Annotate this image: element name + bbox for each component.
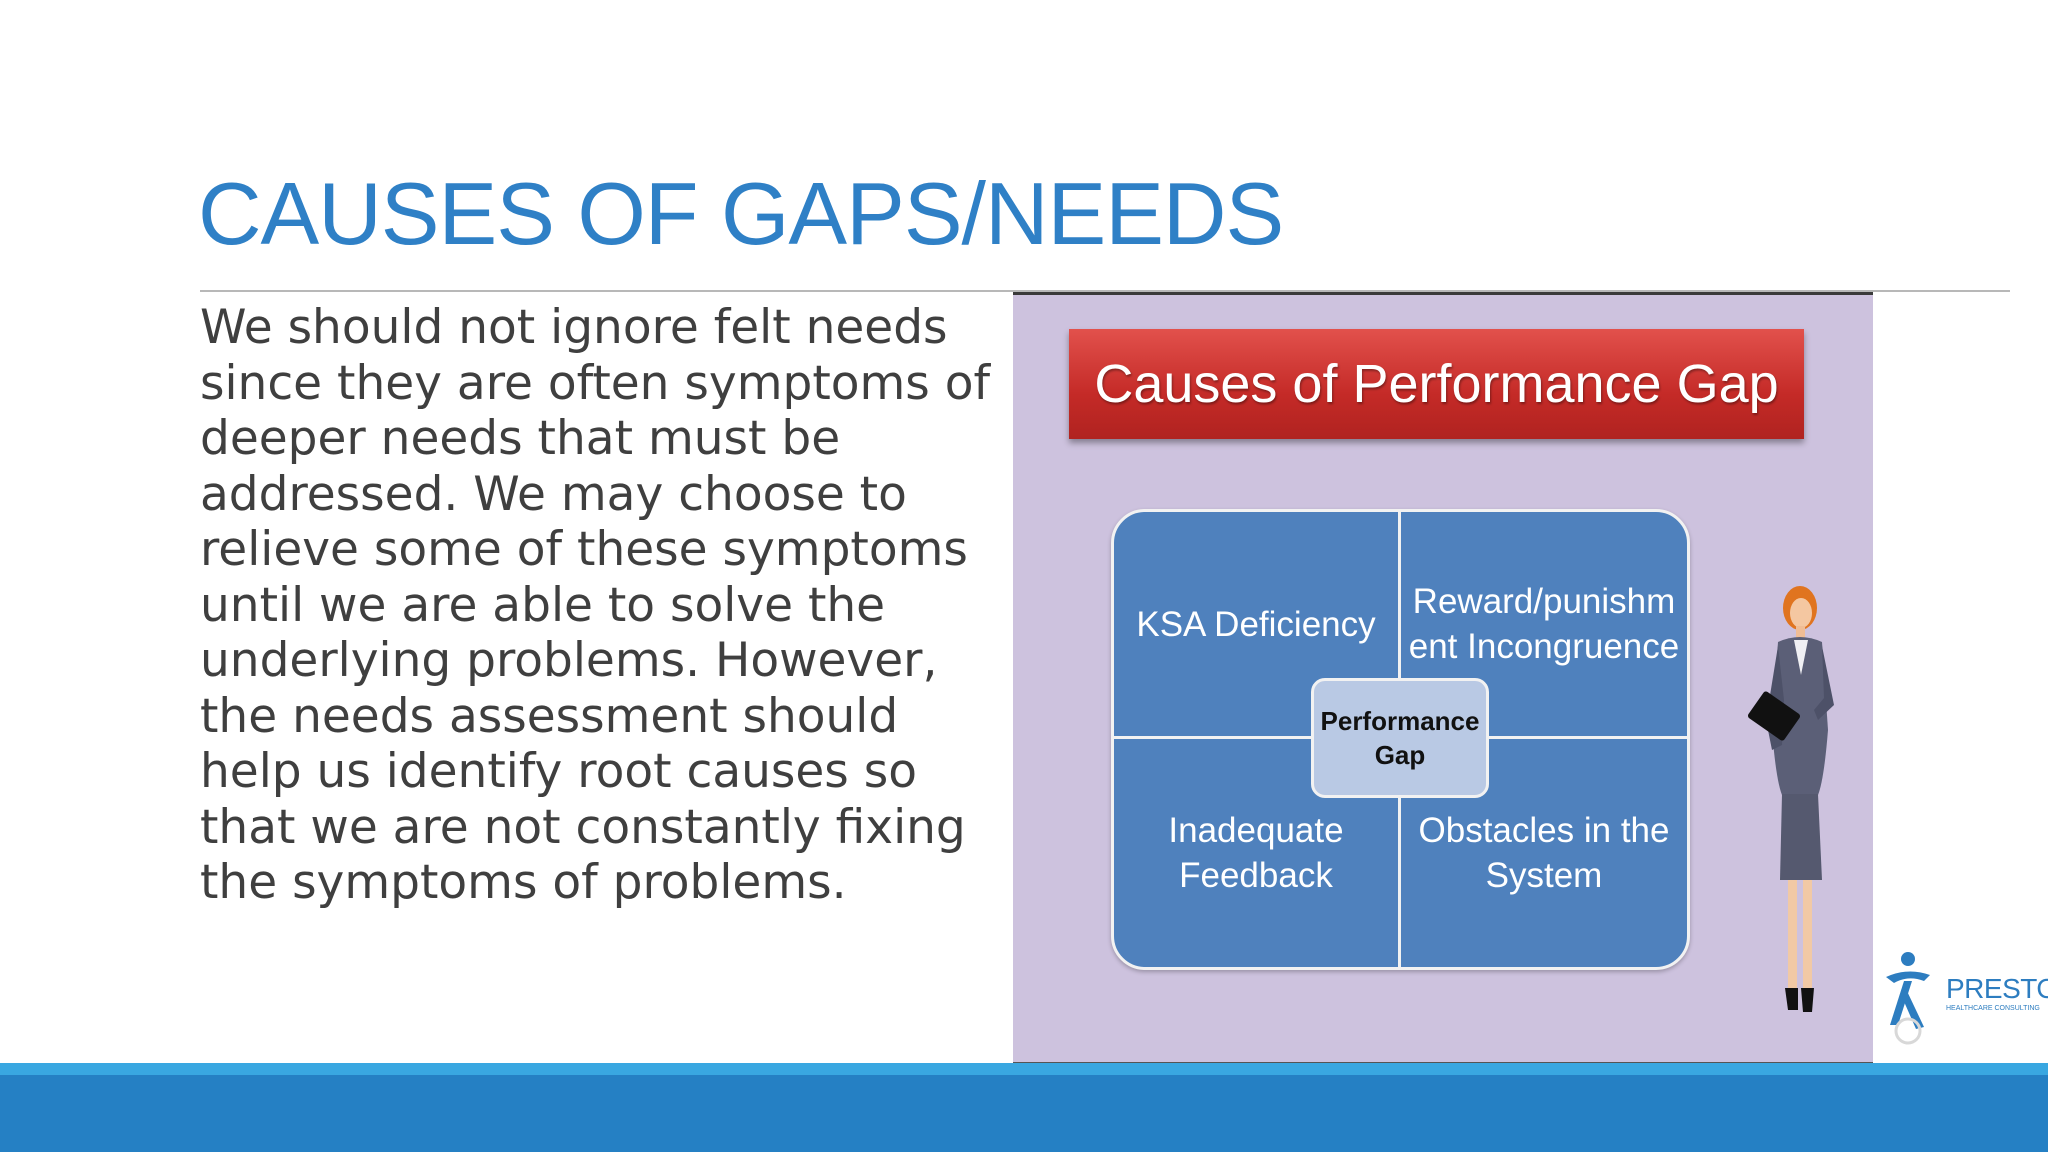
quadrant-label-line: ent Incongruence bbox=[1408, 627, 1680, 666]
quadrant-label-line: Feedback bbox=[1179, 856, 1333, 895]
center-label-line: Gap bbox=[1374, 740, 1426, 770]
footer-band bbox=[0, 1075, 2048, 1152]
preston-figure-icon bbox=[1886, 952, 1930, 1045]
logo-wordmark: PRESTON bbox=[1946, 973, 2048, 1004]
figure-banner-title: Causes of Performance Gap bbox=[1069, 329, 1804, 439]
quadrant-ksa-deficiency: KSA Deficiency bbox=[1114, 512, 1398, 736]
preston-logo: PRESTON HEALTHCARE CONSULTING bbox=[1878, 945, 2048, 1055]
quadrant-label-line: Obstacles in the bbox=[1418, 811, 1670, 850]
performance-gap-center-box: Performance Gap bbox=[1311, 678, 1489, 798]
quadrant-label-line: Inadequate bbox=[1168, 811, 1344, 850]
quadrant-label-line: Reward/punishm bbox=[1412, 582, 1676, 621]
title-divider bbox=[200, 290, 2010, 292]
quadrant-inadequate-feedback: Inadequate Feedback bbox=[1114, 739, 1398, 967]
quadrant-obstacles-in-system: Obstacles in the System bbox=[1401, 739, 1687, 967]
slide-body-text: We should not ignore felt needs since th… bbox=[200, 300, 991, 910]
slide-title: CAUSES OF GAPS/NEEDS bbox=[198, 164, 1284, 263]
center-label-line: Performance bbox=[1320, 706, 1480, 736]
quadrant-label-line: System bbox=[1485, 856, 1603, 895]
logo-tagline: HEALTHCARE CONSULTING bbox=[1946, 1005, 2040, 1012]
performance-gap-figure: Causes of Performance Gap KSA Deficiency… bbox=[1013, 292, 1873, 1064]
footer-accent-stripe bbox=[0, 1063, 2048, 1075]
quadrant-label-line: KSA Deficiency bbox=[1136, 604, 1376, 644]
quadrant-reward-punishment: Reward/punishm ent Incongruence bbox=[1401, 512, 1687, 736]
businesswoman-illustration bbox=[1748, 586, 1834, 1012]
